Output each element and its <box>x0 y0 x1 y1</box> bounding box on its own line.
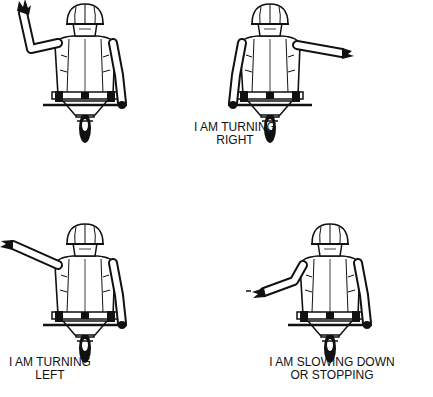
signal-caption: I AM TURNING RIGHT <box>185 121 285 147</box>
signal-caption: I AM TURNING LEFT <box>0 356 100 382</box>
cyclist-figure <box>0 224 127 363</box>
print-mark <box>246 290 251 292</box>
cyclist-figure <box>252 224 372 363</box>
cyclist-figure <box>17 0 127 143</box>
signal-caption: I AM SLOWING DOWN OR STOPPING <box>265 356 399 382</box>
